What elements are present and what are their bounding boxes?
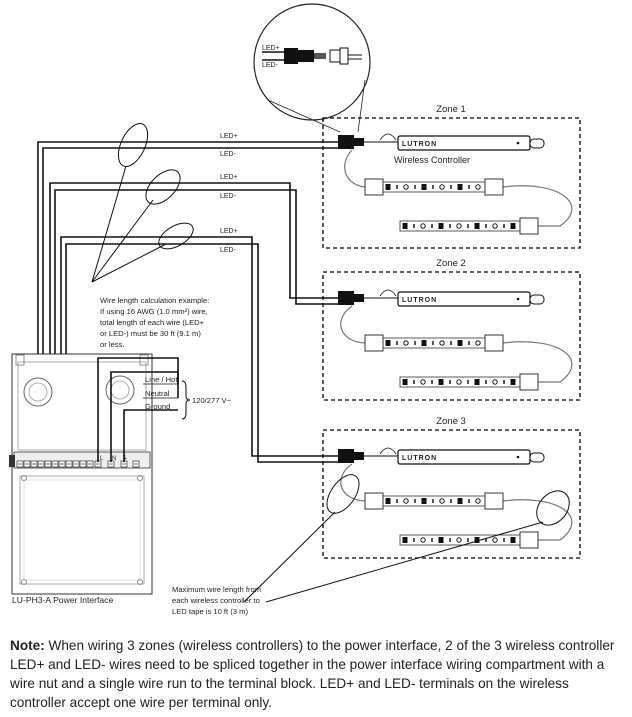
calc-line-1: Wire length calculation example:: [100, 296, 209, 305]
calc-line-3: total length of each wire (LED+: [100, 318, 205, 327]
detail-led-neg-label: LED-: [262, 62, 279, 69]
wireless-controller-zone-3: LUTRON: [338, 447, 545, 465]
calc-line-2: If using 16 AWG (1.0 mm²) wire,: [100, 307, 208, 316]
wire-2-pos-label: LED+: [220, 174, 238, 181]
calc-callout: [91, 123, 194, 283]
connector-detail: LED+ LED-: [253, 3, 371, 133]
wire-3-pos-label: LED+: [220, 228, 238, 235]
calc-line-5: or less.: [100, 340, 124, 349]
led-strip-lower-zone-2: [399, 373, 539, 391]
zone-1: Zone 1: [322, 104, 581, 249]
line-voltage-labels: Line / Hot Neutral Ground 120/277 V~: [143, 375, 232, 420]
terminal-block: [16, 460, 140, 468]
wireless-controller-zone-2: LUTRON: [338, 289, 545, 307]
max-wire-text: Maximum wire length from each wireless c…: [172, 585, 261, 616]
wiring-diagram: LED+ LED- Zone 1 Zone 2 Zone 3 LUTRON Wi…: [9, 3, 581, 616]
max-wire-line-3: LED tape is 10 ft (3 m): [172, 607, 248, 616]
led-strip-upper-zone-2: [364, 334, 504, 352]
max-wire-line-1: Maximum wire length from: [172, 585, 261, 594]
max-wire-line-2: each wireless controller to: [172, 596, 260, 605]
wire-labels: LED+ LED- LED+ LED- LED+ LED-: [220, 133, 238, 254]
led-tape-runs: [340, 149, 573, 541]
voltage-label: 120/277 V~: [192, 396, 232, 405]
zone-3: Zone 3: [322, 416, 581, 559]
calc-line-4: or LED-) must be 30 ft (9.1 m): [100, 329, 201, 338]
controller-brand-zone-2: LUTRON: [402, 297, 437, 304]
line-hot-label: Line / Hot: [145, 375, 178, 384]
led-strip-lower-zone-3: [399, 531, 539, 549]
zone-2: Zone 2: [322, 258, 581, 401]
terminal-label-n: N: [112, 456, 116, 462]
max-wire-callout: [243, 474, 570, 603]
wiring-note: Note: When wiring 3 zones (wireless cont…: [10, 636, 622, 712]
controller-brand-zone-3: LUTRON: [402, 455, 437, 462]
led-strips: [364, 178, 539, 549]
power-interface: L N ⏚: [9, 353, 153, 595]
terminal-label-l: L: [100, 456, 104, 462]
wireless-controller-label: Wireless Controller: [394, 155, 470, 165]
note-text: When wiring 3 zones (wireless controller…: [10, 638, 615, 710]
ground-label: Ground: [145, 402, 170, 411]
led-strip-lower-zone-1: [399, 217, 539, 235]
led-strip-upper-zone-1: [364, 178, 504, 196]
wire-1-neg-label: LED-: [220, 151, 237, 158]
zone-3-title: Zone 3: [436, 416, 466, 427]
wire-1-pos-label: LED+: [220, 133, 238, 140]
wire-2-neg-label: LED-: [220, 193, 237, 200]
neutral-label: Neutral: [145, 389, 170, 398]
zone-2-title: Zone 2: [436, 258, 466, 269]
power-interface-label: LU-PH3-A Power Interface: [12, 595, 113, 605]
detail-led-pos-label: LED+: [262, 45, 280, 52]
controller-brand-zone-1: LUTRON: [402, 141, 437, 148]
calc-example-text: Wire length calculation example: If usin…: [100, 296, 209, 349]
note-bold-label: Note:: [10, 638, 45, 653]
wireless-controller-zone-1: LUTRON Wireless Controller: [338, 133, 545, 165]
wire-3-neg-label: LED-: [220, 247, 237, 254]
led-strip-upper-zone-3: [364, 492, 504, 510]
zone-1-title: Zone 1: [436, 104, 466, 115]
line-wires: [97, 357, 179, 462]
ground-symbol-icon: ⏚: [122, 455, 128, 462]
